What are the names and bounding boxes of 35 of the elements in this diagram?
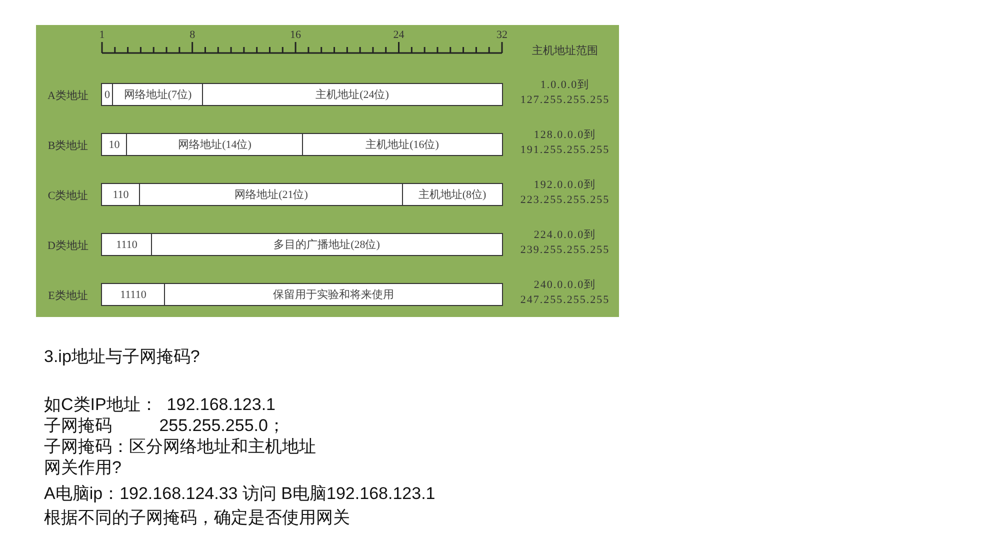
bit-field-cell: 主机地址(24位) xyxy=(202,83,502,106)
row-label: C类地址 xyxy=(46,189,90,203)
bit-field-cell: 主机地址(16位) xyxy=(302,133,502,156)
note-line: 子网掩码：区分网络地址和主机地址 xyxy=(44,436,316,457)
row-label: B类地址 xyxy=(46,139,90,153)
question-heading: 3.ip地址与子网掩码? xyxy=(44,346,200,367)
row-label: A类地址 xyxy=(46,89,90,103)
address-range: 128.0.0.0到 191.255.255.255 xyxy=(519,128,611,158)
tick-number: 24 xyxy=(392,29,406,41)
tick-number: 8 xyxy=(188,29,196,41)
tick-number: 32 xyxy=(496,29,508,41)
address-range: 224.0.0.0到 239.255.255.255 xyxy=(519,228,611,258)
bit-field-cell: 网络地址(7位) xyxy=(112,83,204,106)
column-heading: 主机地址范围 xyxy=(531,44,599,58)
tick-number: 1 xyxy=(98,29,106,41)
note-line: 子网掩码 255.255.255.0； xyxy=(44,415,285,436)
note-line: 根据不同的子网掩码，确定是否使用网关 xyxy=(44,507,350,528)
note-line: 网关作用? xyxy=(44,457,122,478)
bit-field-cell: 多目的广播地址(28位) xyxy=(151,233,502,256)
bit-field-cell: 网络地址(21位) xyxy=(139,183,404,206)
bit-field-cell: 主机地址(8位) xyxy=(402,183,502,206)
note-line: 如C类IP地址： 192.168.123.1 xyxy=(44,394,276,415)
bit-field-cell: 保留用于实验和将来使用 xyxy=(164,283,502,306)
row-label: E类地址 xyxy=(47,289,89,303)
address-range: 240.0.0.0到 247.255.255.255 xyxy=(519,278,611,308)
note-line: A电脑ip：192.168.124.33 访问 B电脑192.168.123.1 xyxy=(44,483,436,504)
address-range: 192.0.0.0到 223.255.255.255 xyxy=(519,178,611,208)
address-range: 1.0.0.0到 127.255.255.255 xyxy=(519,78,611,108)
bit-field-cell: 11110 xyxy=(101,283,166,306)
bit-field-cell: 10 xyxy=(101,133,128,156)
tick-number: 16 xyxy=(289,29,302,41)
bit-field-cell: 网络地址(14位) xyxy=(126,133,304,156)
bit-field-cell: 1110 xyxy=(101,233,152,256)
row-label: D类地址 xyxy=(46,239,90,253)
bit-field-cell: 110 xyxy=(101,183,140,206)
